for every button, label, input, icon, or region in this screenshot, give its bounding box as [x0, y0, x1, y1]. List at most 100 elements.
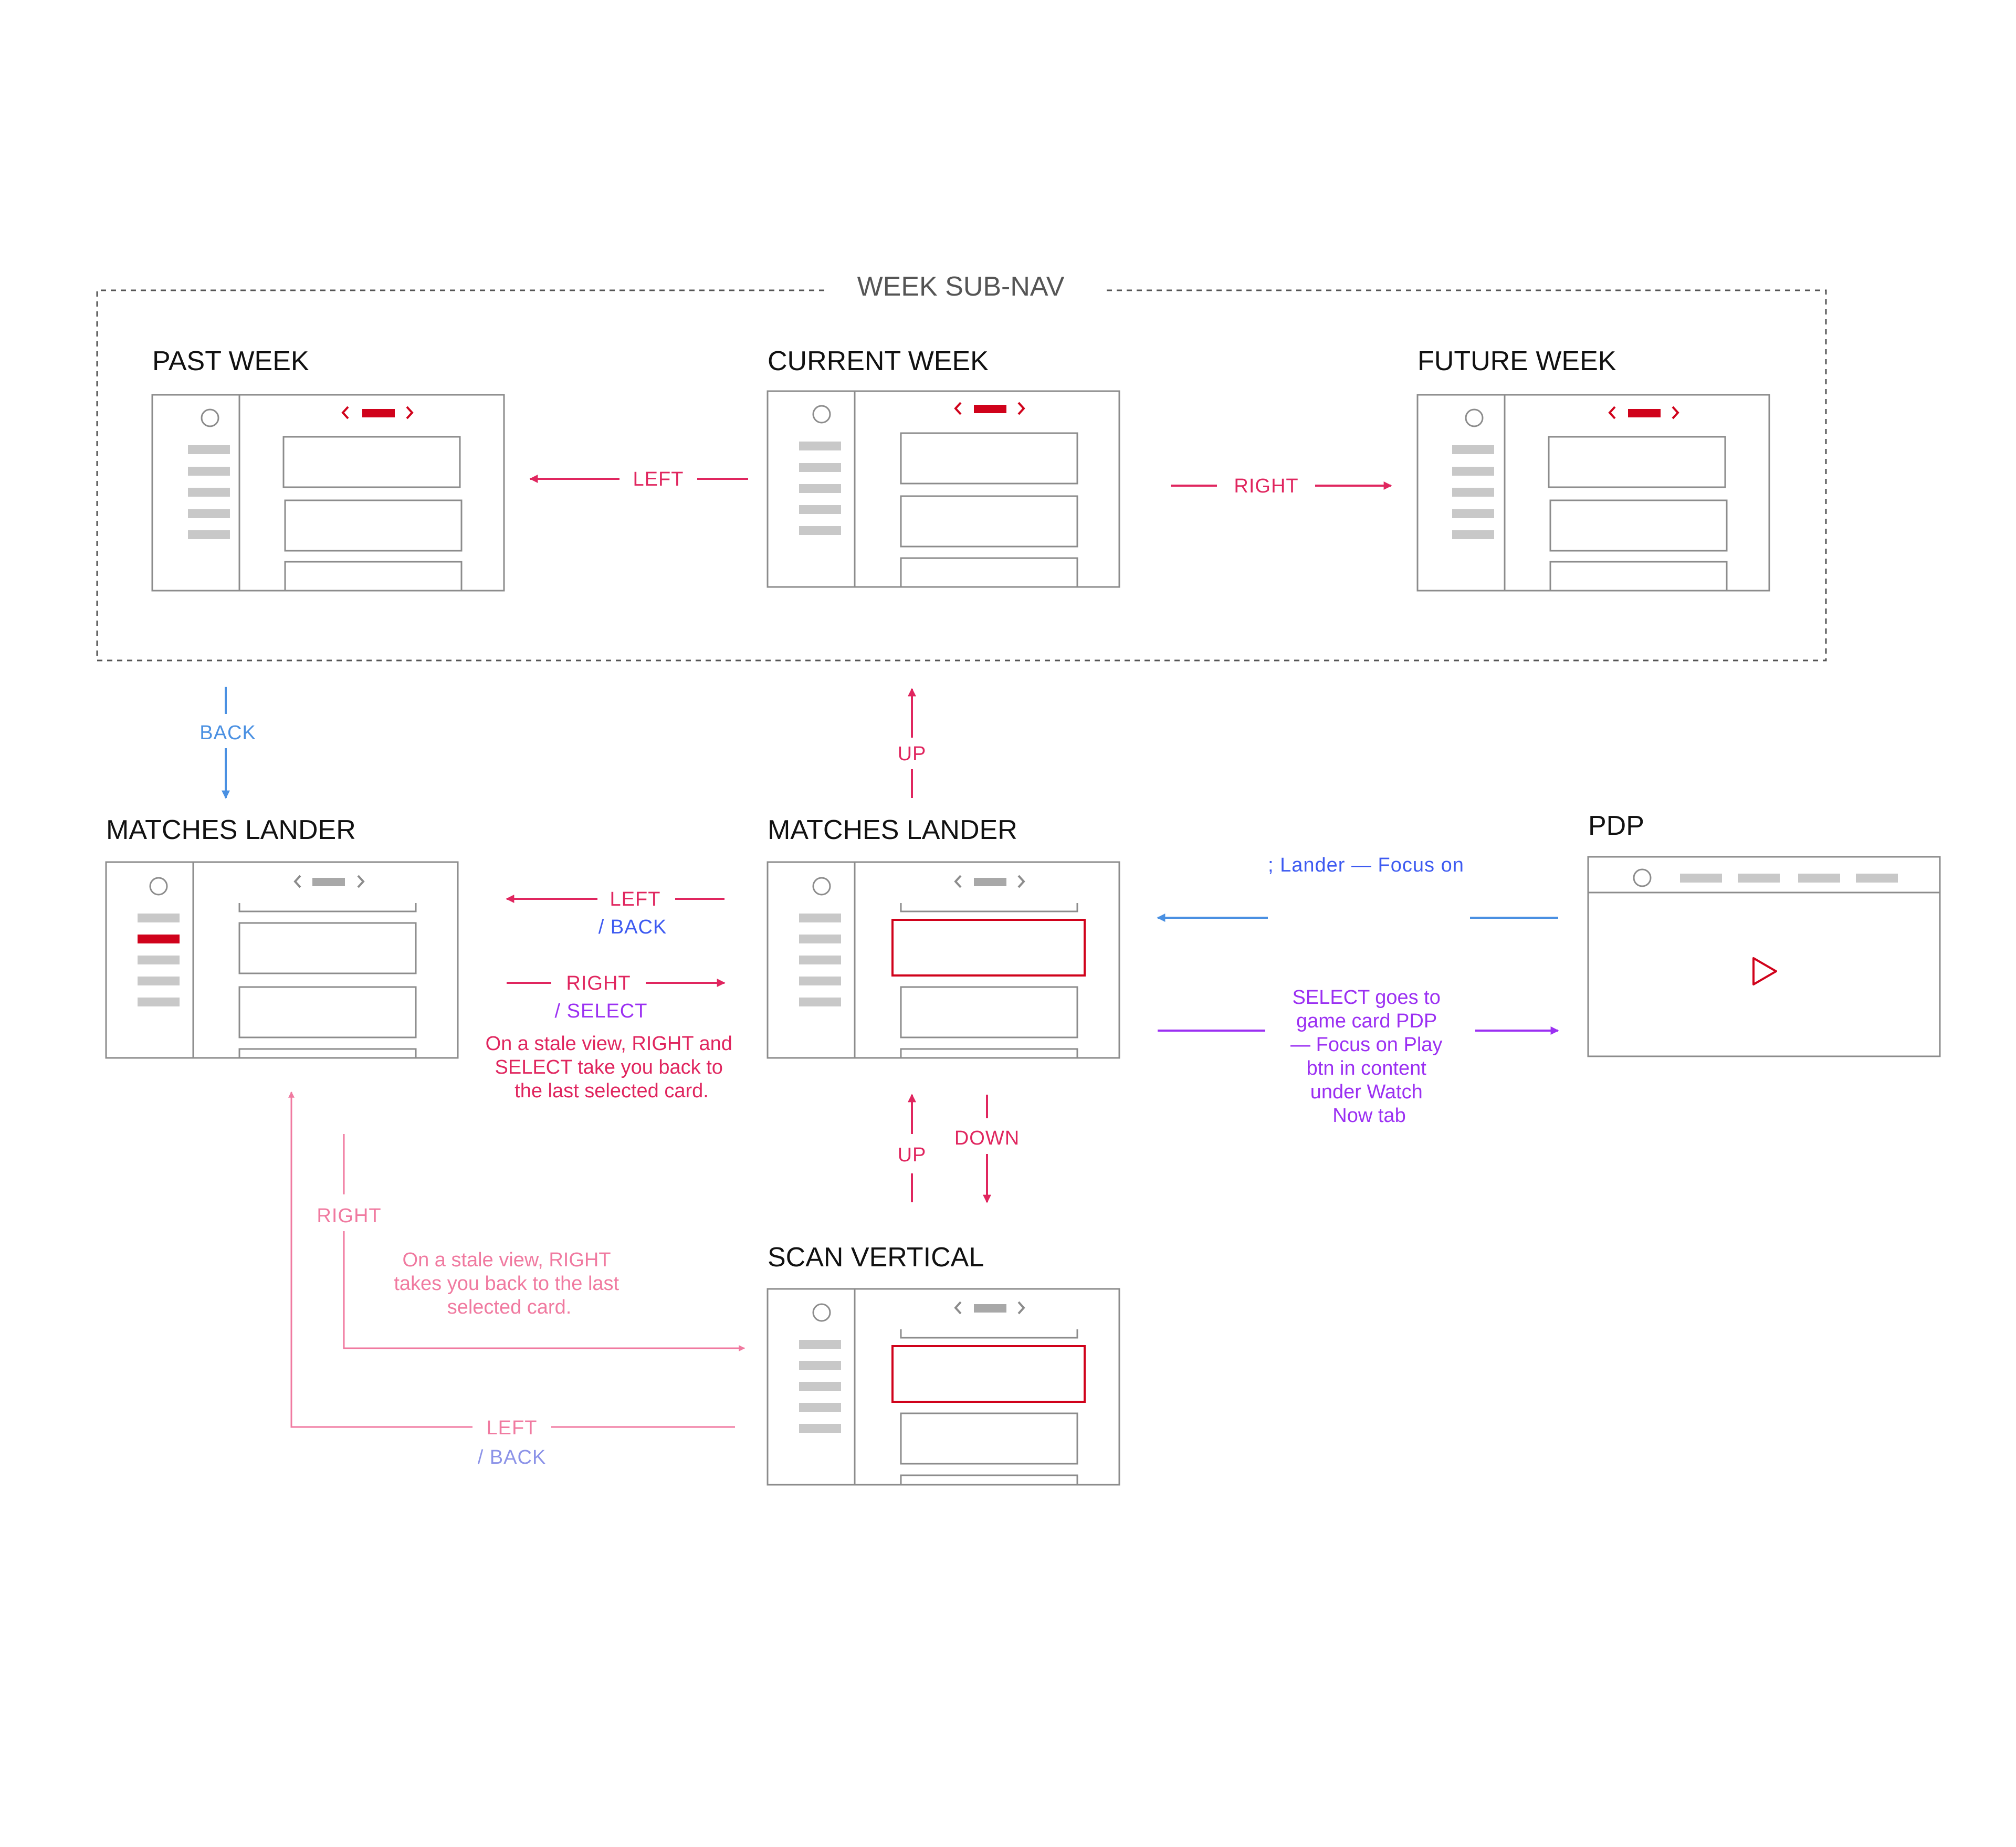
sidebar-menu [188, 445, 230, 539]
content-card [238, 922, 417, 974]
note-line: game card PDP [1296, 1010, 1437, 1032]
sidebar-menu [138, 914, 180, 1006]
note-line: — Focus on Play [1290, 1034, 1442, 1056]
screen-title: PAST WEEK [152, 346, 309, 376]
active-week-indicator [974, 405, 1006, 413]
content-card [900, 432, 1078, 485]
chevron-right-icon [1017, 402, 1025, 415]
note-line: the last selected card. [514, 1080, 709, 1102]
arrow-up-to-subnav: UP [898, 688, 927, 798]
screen-future-week[interactable]: FUTURE WEEK [1416, 346, 1770, 592]
note-line: Now tab [1332, 1105, 1405, 1127]
week-switcher [954, 1301, 1025, 1315]
week-indicator [974, 1304, 1006, 1313]
week-switcher [293, 875, 365, 888]
screen-past-week[interactable]: PAST WEEK [151, 346, 505, 592]
note-line: SELECT goes to [1293, 987, 1441, 1009]
content-card-partial [900, 1329, 1078, 1339]
week-switcher [1608, 406, 1679, 419]
avatar-icon [812, 877, 831, 896]
note-line: On a stale view, RIGHT and [486, 1033, 732, 1055]
screen-title: FUTURE WEEK [1418, 346, 1616, 376]
arrow-label: LEFT [633, 468, 684, 490]
arrow-label-secondary: / BACK [478, 1446, 547, 1468]
note-line: btn in content [1307, 1057, 1427, 1079]
avatar-icon [1633, 868, 1652, 887]
note-stale-right-select: On a stale view, RIGHT and SELECT take y… [486, 1033, 738, 1102]
subnav-dashed-border [96, 289, 1827, 662]
sidebar-menu [799, 1340, 841, 1433]
active-week-indicator [1628, 409, 1661, 417]
screen-title: PDP [1588, 811, 1644, 841]
arrow-label: RIGHT [1234, 475, 1298, 497]
avatar-icon [812, 405, 831, 424]
play-icon [1752, 957, 1777, 985]
content-card [900, 1412, 1078, 1465]
content-card-partial [900, 1474, 1078, 1485]
arrow-left-to-past-week: LEFT [529, 468, 748, 490]
arrow-down-to-scan-vertical: DOWN [954, 1095, 1019, 1203]
screen-title: MATCHES LANDER [106, 815, 356, 845]
note-line: On a stale view, RIGHT [403, 1249, 611, 1271]
content-card [900, 557, 1078, 588]
screen-current-week[interactable]: CURRENT WEEK [766, 346, 1120, 588]
screen-scan-vertical[interactable]: SCAN VERTICAL [766, 1242, 1120, 1486]
week-switcher [341, 406, 414, 419]
note-line: SELECT take you back to [495, 1056, 723, 1078]
content-card [1549, 561, 1728, 592]
screen-title: MATCHES LANDER [768, 815, 1017, 845]
content-card-partial [238, 903, 417, 912]
arrow-back-to-matches-lander: BACK [200, 687, 256, 799]
chevron-left-icon [1608, 406, 1616, 419]
chevron-right-icon [1672, 406, 1679, 419]
chevron-left-icon [341, 406, 349, 419]
content-card-partial [900, 903, 1078, 912]
screen-title: SCAN VERTICAL [768, 1242, 984, 1273]
arrow-label-secondary: / SELECT [555, 1000, 648, 1022]
arrow-label: RIGHT [317, 1205, 381, 1227]
arrow-left-back-to-lander: LEFT / BACK [506, 888, 724, 938]
sidebar-menu [799, 914, 841, 1006]
sidebar-menu [1452, 445, 1494, 539]
avatar-icon [812, 1303, 831, 1322]
content-card [900, 986, 1078, 1038]
note-line: takes you back to the last [394, 1273, 619, 1295]
arrow-label: UP [898, 1144, 927, 1166]
screen-matches-lander-center[interactable]: MATCHES LANDER [766, 815, 1120, 1059]
chevron-left-icon [954, 875, 962, 888]
arrow-right-to-scan-vertical: RIGHT [317, 1134, 746, 1351]
arrow-label: UP [898, 743, 927, 765]
chevron-right-icon [1017, 1301, 1025, 1315]
content-card [238, 986, 417, 1038]
sidebar-menu [799, 442, 841, 535]
arrow-back-from-pdp: ; Lander — Focus on [1157, 854, 1558, 922]
avatar-icon [1465, 408, 1484, 427]
content-card [1549, 499, 1728, 552]
chevron-left-icon [954, 402, 962, 415]
arrow-right-to-future-week: RIGHT [1171, 475, 1392, 497]
arrow-up-to-lander: UP [898, 1094, 927, 1202]
content-card [284, 561, 463, 592]
subnav-title: WEEK SUB-NAV [857, 271, 1065, 302]
screen-pdp[interactable]: PDP [1587, 811, 1941, 1057]
chevron-right-icon [357, 875, 365, 888]
chevron-right-icon [1017, 875, 1025, 888]
screen-matches-lander-left[interactable]: MATCHES LANDER [105, 815, 459, 1059]
note-select-pdp: SELECT goes to game card PDP — Focus on … [1290, 987, 1448, 1127]
avatar-icon [149, 877, 168, 896]
arrow-label: LEFT [610, 888, 661, 910]
content-card-partial [238, 1048, 417, 1058]
content-card [282, 436, 461, 488]
chevron-left-icon [293, 875, 301, 888]
chevron-left-icon [954, 1301, 962, 1315]
avatar-icon [201, 408, 219, 427]
content-card [284, 499, 463, 552]
sidebar-item-active [138, 935, 180, 943]
week-switcher [954, 402, 1025, 415]
arrow-right-select-to-lander: RIGHT / SELECT [507, 972, 726, 1022]
week-switcher [954, 875, 1025, 888]
screen-frame [1587, 856, 1941, 1057]
content-card-focused [891, 1345, 1086, 1403]
active-week-indicator [362, 409, 395, 417]
